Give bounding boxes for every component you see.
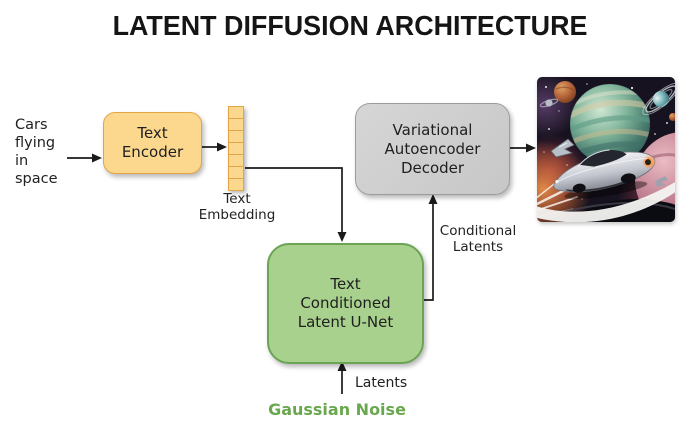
- gaussian-noise-label: Gaussian Noise: [268, 400, 406, 419]
- generated-output-image: [537, 77, 675, 222]
- vae-decoder-label: Variational Autoencoder Decoder: [384, 120, 481, 177]
- latents-label: Latents: [355, 375, 408, 391]
- embedding-cell: [228, 178, 244, 191]
- small-ringed-planet: [539, 98, 559, 108]
- text-encoder-node: Text Encoder: [103, 112, 202, 174]
- conditional-latents-label: Conditional Latents: [439, 223, 517, 255]
- latent-unet-node: Text Conditioned Latent U-Net: [267, 243, 424, 364]
- input-prompt-text: Cars flying in space: [15, 117, 58, 187]
- small-spaceship: [550, 138, 575, 158]
- text-embedding-label: Text Embedding: [198, 191, 276, 223]
- tiny-red-planet: [669, 113, 675, 121]
- page-title: LATENT DIFFUSION ARCHITECTURE: [112, 10, 588, 41]
- text-encoder-label: Text Encoder: [121, 124, 184, 161]
- vae-decoder-node: Variational Autoencoder Decoder: [355, 103, 510, 195]
- latent-unet-label: Text Conditioned Latent U-Net: [297, 275, 394, 331]
- saturn-planet: [642, 82, 675, 116]
- light-trail: [537, 182, 675, 222]
- flying-car: [553, 149, 656, 199]
- text-embedding-vector: [228, 106, 244, 191]
- large-planet: [569, 83, 651, 165]
- tiny-spaceship: [655, 176, 668, 187]
- orange-planet: [554, 81, 576, 103]
- space-car-illustration: [537, 77, 675, 222]
